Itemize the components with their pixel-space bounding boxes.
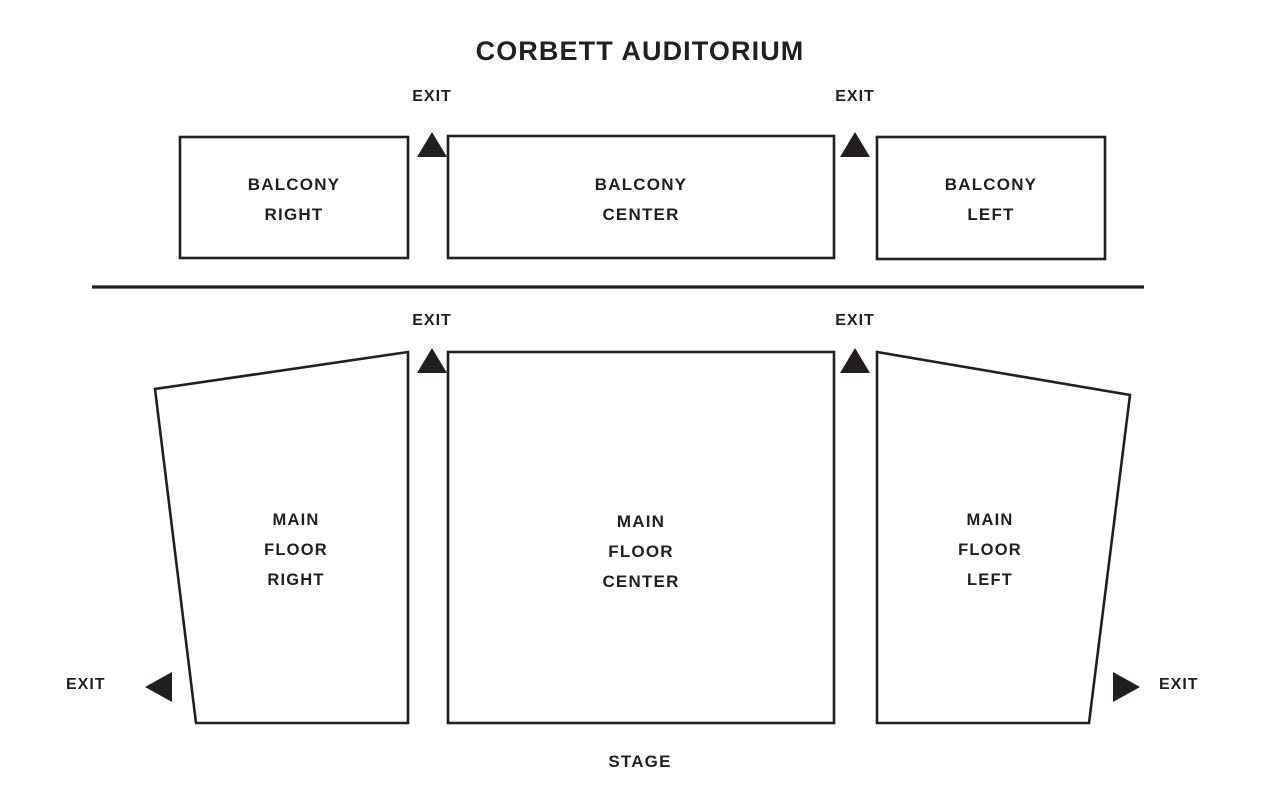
exit-balcony-aisle-right-label: EXIT [412,88,452,105]
triangle-up-icon [417,132,447,157]
balcony-center-shape[interactable] [446,134,836,260]
triangle-up-icon [840,348,870,373]
balcony-right-shape[interactable] [178,135,410,260]
main-floor-center-shape[interactable] [446,350,836,725]
exit-floor-side-right-label: EXIT [66,676,106,693]
triangle-up-icon [417,348,447,373]
balcony-left-shape[interactable] [875,135,1107,261]
triangle-right-icon [1113,672,1140,702]
main-floor-left-shape[interactable] [875,350,1132,725]
stage-label: STAGE [608,752,672,771]
exit-floor-side-left-label: EXIT [1159,676,1199,693]
page-title: CORBETT AUDITORIUM [475,36,805,66]
triangle-left-icon [145,672,172,702]
exit-floor-aisle-left-label: EXIT [835,312,875,329]
main-floor-right-shape[interactable] [153,350,410,725]
triangle-up-icon [840,132,870,157]
exit-floor-aisle-right-label: EXIT [412,312,452,329]
exit-balcony-aisle-left-label: EXIT [835,88,875,105]
